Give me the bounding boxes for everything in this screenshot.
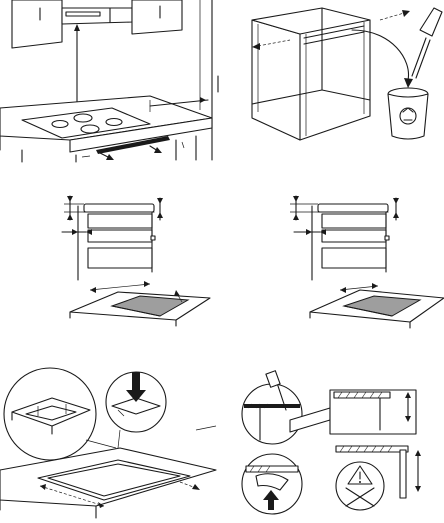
recycle-bin-icon bbox=[388, 88, 428, 139]
wall-cabinet-right-icon bbox=[132, 0, 182, 34]
countertop-cutout-icon bbox=[70, 281, 210, 326]
cabinet-section-icon bbox=[78, 204, 155, 280]
panel-1 bbox=[0, 0, 218, 162]
seal-strip-detail-icon bbox=[4, 368, 96, 460]
panel-5 bbox=[0, 368, 216, 518]
panel-3 bbox=[62, 196, 210, 326]
kitchen-cabinet-icon bbox=[252, 8, 370, 140]
hand-icon bbox=[412, 8, 442, 78]
sealant-gun-icon bbox=[242, 371, 302, 444]
cabinet-section-icon bbox=[312, 204, 389, 280]
panel-6 bbox=[242, 371, 421, 514]
panel-2 bbox=[252, 8, 442, 140]
section-detail-icon bbox=[290, 390, 416, 434]
push-detail-icon bbox=[242, 454, 302, 514]
panel-4 bbox=[290, 196, 444, 328]
press-arrow-icon bbox=[106, 372, 166, 432]
cooker-hood-icon bbox=[62, 8, 132, 24]
wall-cabinet-left-icon bbox=[12, 0, 62, 48]
warning-icon bbox=[336, 462, 384, 510]
countertop-cutout-icon bbox=[310, 283, 444, 328]
